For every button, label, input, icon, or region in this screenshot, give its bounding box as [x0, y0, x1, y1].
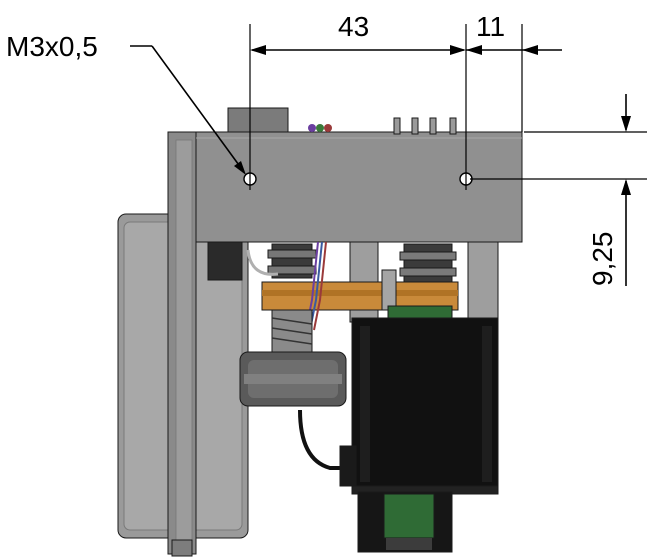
dimension-9-25: 9,25	[470, 94, 647, 286]
dimension-43: 43	[249, 11, 467, 190]
dim-9-25-label: 9,25	[587, 232, 618, 287]
cable	[298, 409, 350, 470]
thread-callout-label: M3x0,5	[6, 31, 98, 62]
driver-box	[357, 491, 453, 553]
dim-43-label: 43	[338, 11, 369, 42]
vertical-mount-plate	[167, 131, 197, 557]
spring	[271, 309, 313, 355]
dimension-11: 11	[466, 11, 562, 132]
pulley-assembly	[207, 241, 499, 331]
dim-11-label: 11	[476, 11, 505, 42]
stepper-motor	[339, 317, 499, 495]
thread-callout: M3x0,5	[6, 31, 246, 175]
knob	[239, 351, 347, 407]
